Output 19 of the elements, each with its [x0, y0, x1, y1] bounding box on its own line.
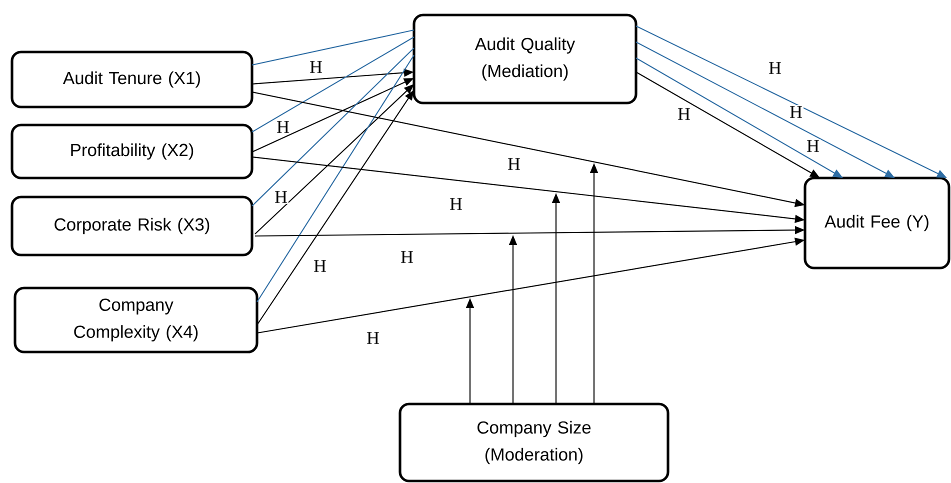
- edge-label: H: [676, 107, 692, 121]
- box: Profitability (X2): [10, 124, 254, 180]
- box: Company Complexity (X4): [14, 286, 258, 354]
- edge-label: H: [768, 61, 782, 75]
- edge-label: H: [506, 157, 522, 171]
- edge-label: H: [788, 105, 804, 119]
- box: Audit Fee (Y): [804, 176, 950, 270]
- edge-label: H: [366, 331, 380, 345]
- edge-label: H: [400, 250, 414, 264]
- box: Audit Quality (Mediation): [412, 14, 638, 104]
- box: Corporate Risk (X3): [10, 196, 254, 256]
- edge-label: H: [312, 259, 328, 273]
- edge-label: H: [806, 139, 820, 153]
- edge-label: H: [448, 197, 464, 211]
- edge-label: H: [276, 120, 290, 134]
- box: Audit Tenure (X1): [10, 50, 254, 108]
- box: Company Size (Moderation): [398, 402, 670, 482]
- edge-label: H: [274, 190, 288, 204]
- edge-label: H: [308, 60, 324, 74]
